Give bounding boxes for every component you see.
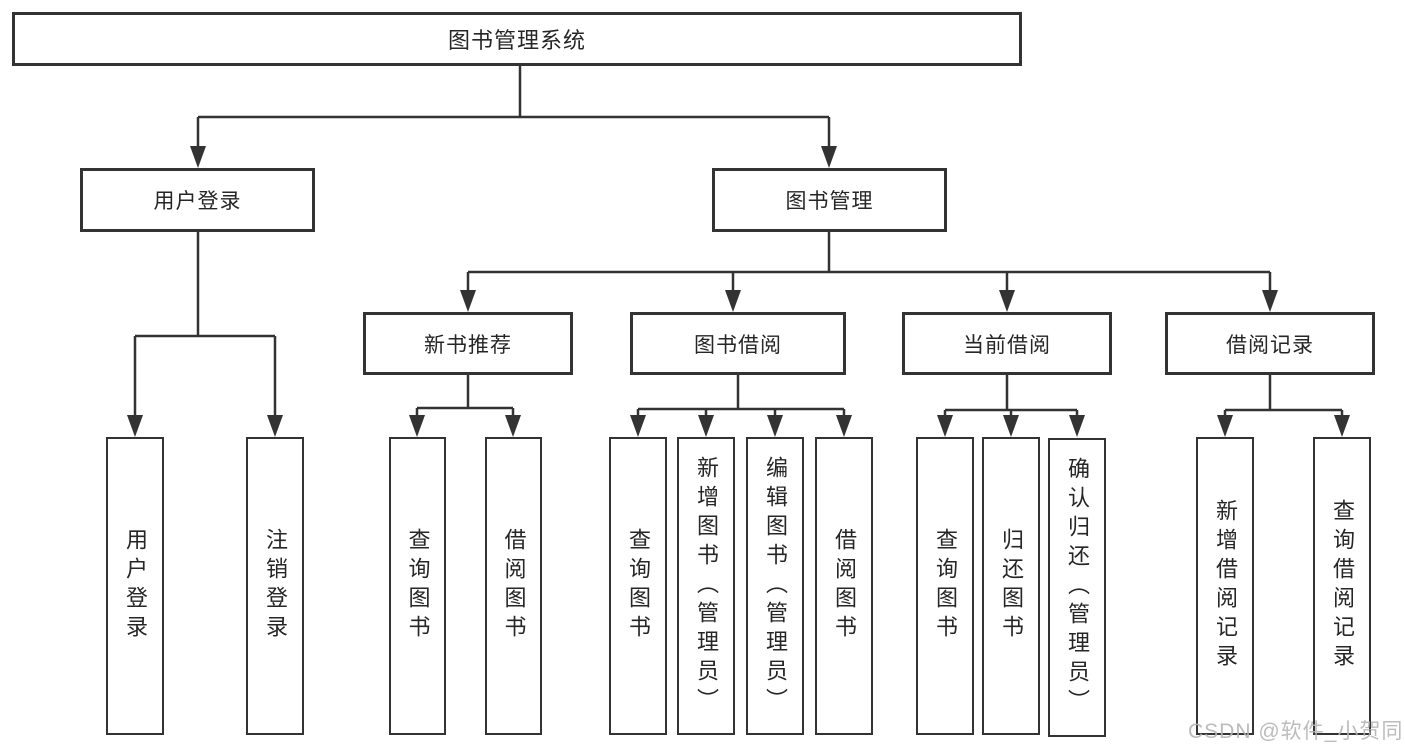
leaf-confirm-return-admin: 确认归还（管理员） xyxy=(1048,438,1106,737)
node-current-borrow: 当前借阅 xyxy=(902,312,1112,375)
leaf-query-books: 查询图书 xyxy=(389,437,446,735)
leaf-edit-books-admin: 编辑图书（管理员） xyxy=(746,437,804,735)
node-book-management: 图书管理 xyxy=(712,168,947,232)
csdn-watermark: CSDN @软件_小贺同学 xyxy=(1188,720,1404,743)
node-book-borrow: 图书借阅 xyxy=(630,312,846,375)
leaf-borrow-books: 借阅图书 xyxy=(485,437,542,735)
leaf-return-books: 归还图书 xyxy=(982,437,1040,735)
leaf-add-books-admin: 新增图书（管理员） xyxy=(677,437,735,735)
node-user-login: 用户登录 xyxy=(80,168,315,232)
node-new-book-recommend: 新书推荐 xyxy=(363,312,573,375)
leaf-user-login: 用户登录 xyxy=(106,437,164,735)
leaf-query-books: 查询图书 xyxy=(609,437,667,735)
leaf-query-books: 查询图书 xyxy=(916,437,974,735)
node-root-system: 图书管理系统 xyxy=(12,12,1022,66)
leaf-logout: 注销登录 xyxy=(246,437,304,735)
node-borrow-records: 借阅记录 xyxy=(1165,312,1375,375)
leaf-query-borrow-record: 查询借阅记录 xyxy=(1313,437,1371,735)
arrowhead-icons xyxy=(127,146,1350,437)
leaf-borrow-books: 借阅图书 xyxy=(815,437,873,735)
leaf-add-borrow-record: 新增借阅记录 xyxy=(1196,437,1254,735)
